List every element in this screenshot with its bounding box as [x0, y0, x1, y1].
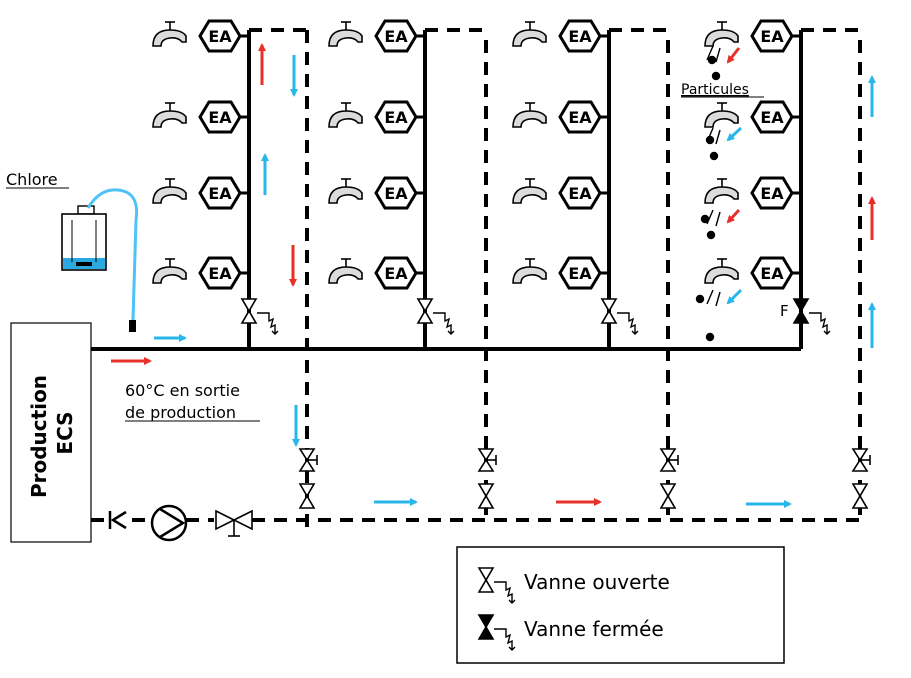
fixture-3-1: EA: [512, 19, 609, 53]
fixture-4-1: EA: [704, 19, 801, 53]
hot-flow-arrow: [726, 208, 741, 224]
fixture-3-3: EA: [512, 176, 609, 210]
fixture-tag: EA: [760, 184, 784, 203]
check-valve: [108, 510, 127, 530]
circulation-pump: [150, 504, 188, 542]
fixture-tag: EA: [208, 264, 232, 283]
legend-box: [456, 546, 785, 664]
fixture-2-3: EA: [328, 176, 425, 210]
legend-closed-label: Vanne fermée: [524, 617, 664, 641]
cold-flow-arrow: [726, 126, 743, 142]
return-isolation-valve: [215, 509, 253, 537]
hot-flow-arrow: [726, 47, 741, 64]
return-network: [91, 28, 862, 527]
production-label: Production ECS: [27, 368, 77, 498]
fixture-tag: EA: [208, 184, 232, 203]
return-valves: [299, 448, 871, 509]
fixture-4-2: EA: [704, 100, 801, 134]
particules-label: Particules: [681, 82, 749, 98]
fixture-tag: EA: [384, 27, 408, 46]
chlorine-tank: [61, 205, 107, 271]
cold-flow-arrow: [726, 288, 743, 305]
fixture-tag: EA: [384, 184, 408, 203]
fixture-2-4: EA: [328, 256, 425, 290]
fixtures: EA EA EA EA EA EA EA EA EA EA EA EA EA EA EA EA: [152, 19, 801, 290]
temperature-label: 60°C en sortie de production: [125, 381, 245, 422]
fixture-1-4: EA: [152, 256, 249, 290]
fixture-2-2: EA: [328, 100, 425, 134]
flow-arrows: [111, 43, 876, 508]
fixture-3-2: EA: [512, 100, 609, 134]
chlorine-feed-line: [86, 188, 139, 321]
fixture-tag: EA: [384, 108, 408, 127]
particles: [695, 45, 721, 342]
fixture-1-1: EA: [152, 19, 249, 53]
fixture-1-2: EA: [152, 100, 249, 134]
fixture-1-3: EA: [152, 176, 249, 210]
chlore-label: Chlore: [6, 170, 58, 189]
legend-open-label: Vanne ouverte: [524, 570, 670, 594]
fixture-2-1: EA: [328, 19, 425, 53]
fixture-tag: EA: [568, 27, 592, 46]
fixture-tag: EA: [760, 108, 784, 127]
production-ecs-box: [10, 322, 92, 543]
fixture-tag: EA: [760, 264, 784, 283]
fixture-tag: EA: [760, 27, 784, 46]
fixture-tag: EA: [568, 108, 592, 127]
fixture-tag: EA: [208, 108, 232, 127]
fixture-tag: EA: [568, 264, 592, 283]
fixture-4-4: EA: [704, 256, 801, 290]
closed-valve-tag: F: [780, 302, 789, 320]
fixture-4-3: EA: [704, 176, 801, 210]
fixture-3-4: EA: [512, 256, 609, 290]
fixture-tag: EA: [384, 264, 408, 283]
fixture-tag: EA: [568, 184, 592, 203]
fixture-tag: EA: [208, 27, 232, 46]
